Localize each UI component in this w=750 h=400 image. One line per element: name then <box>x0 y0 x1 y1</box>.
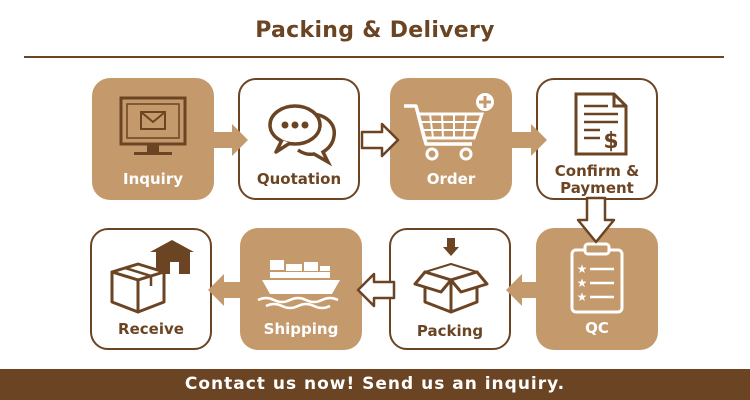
invoice-dollar-icon: $ <box>574 92 628 156</box>
arrow-right-icon <box>212 124 248 156</box>
step-label: Shipping <box>263 320 339 338</box>
contact-banner[interactable]: Contact us now! Send us an inquiry. <box>0 369 750 400</box>
step-receive: Receive <box>90 228 212 350</box>
shopping-cart-plus-icon <box>404 93 494 161</box>
arrow-down-icon <box>576 196 616 244</box>
open-box-icon <box>413 238 489 314</box>
monitor-envelope-icon <box>119 96 187 155</box>
svg-text:★: ★ <box>577 290 588 304</box>
step-shipping: Shipping <box>240 228 362 350</box>
step-label: Confirm & Payment <box>554 162 640 197</box>
step-inquiry: Inquiry <box>92 78 214 200</box>
step-confirm-payment: $ Confirm & Payment <box>536 78 658 200</box>
arrow-left-icon <box>506 274 542 306</box>
svg-text:★: ★ <box>577 276 588 290</box>
cargo-ship-icon <box>257 260 340 310</box>
arrow-left-icon <box>356 272 396 308</box>
svg-text:★: ★ <box>577 262 588 276</box>
arrow-right-icon <box>511 124 547 156</box>
box-house-icon <box>110 240 194 314</box>
step-label: Order <box>426 170 476 188</box>
chat-bubbles-icon <box>268 104 336 167</box>
step-qc: ★ ★ ★ QC <box>536 228 658 350</box>
svg-text:$: $ <box>603 129 618 154</box>
step-label: Packing <box>416 322 484 340</box>
step-label: Quotation <box>256 170 342 188</box>
arrow-right-icon <box>360 122 400 158</box>
step-order: Order <box>390 78 512 200</box>
arrow-left-icon <box>208 274 244 306</box>
page-title: Packing & Delivery <box>255 18 495 43</box>
step-packing: Packing <box>389 228 511 350</box>
step-label: QC <box>585 319 609 337</box>
step-label: Inquiry <box>123 170 183 188</box>
step-label: Receive <box>118 320 184 338</box>
title-divider <box>24 56 724 58</box>
step-quotation: Quotation <box>238 78 360 200</box>
checklist-clipboard-icon: ★ ★ ★ <box>570 242 624 314</box>
